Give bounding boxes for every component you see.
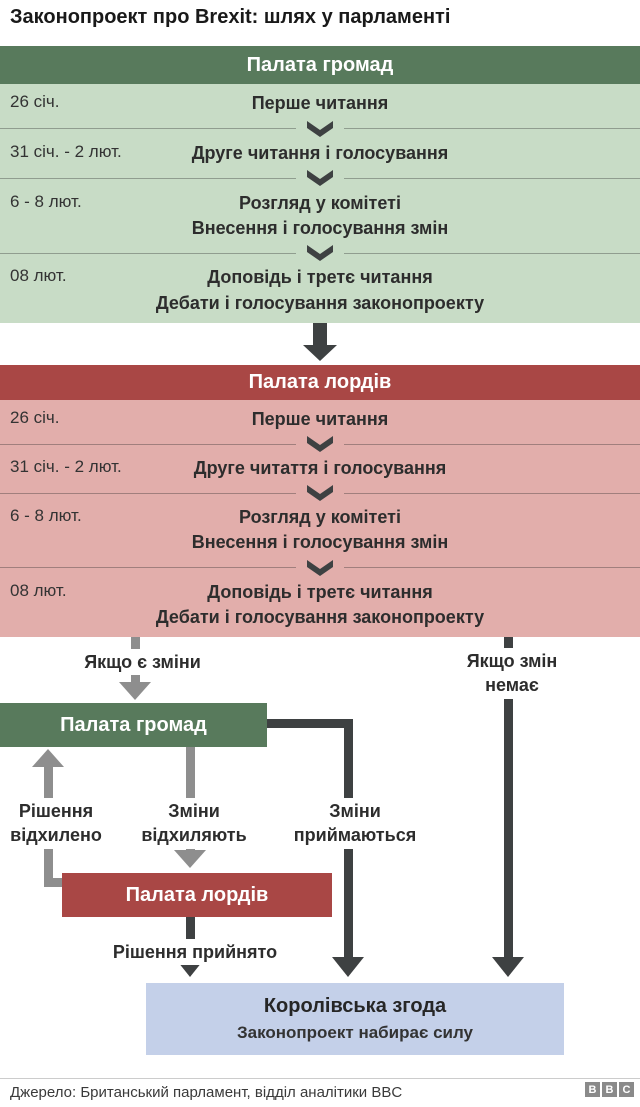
chevron-down-icon (307, 170, 333, 187)
step-divider (0, 435, 640, 453)
divider-line (344, 492, 640, 494)
divider-line (0, 492, 296, 494)
commons-row-third-reading: 08 лют. Доповідь і третє читання Дебати … (0, 265, 640, 315)
divider-line (0, 177, 296, 179)
step-divider (0, 120, 640, 138)
lords-flow-box: Палата лордів (62, 873, 332, 917)
commons-to-lords-arrow (313, 323, 327, 347)
amendments-rejected-arrowhead-icon (174, 850, 206, 868)
amendments-accepted-line2: приймаються (293, 825, 417, 846)
divider-line (0, 252, 296, 254)
row-step-label: Внесення і голосування змін (191, 217, 449, 238)
commons-section-body: 26 січ. Перше читання 31 січ. - 2 лют. Д… (0, 84, 640, 323)
if-no-changes-line1: Якщо змін (466, 651, 558, 671)
bbc-logo-block: C (619, 1082, 634, 1097)
divider-line (0, 567, 296, 569)
footer-divider (0, 1078, 640, 1079)
decision-rejected-line1: Рішення (18, 801, 94, 821)
lords-row-second-reading: 31 січ. - 2 лют. Друге читаття і голосув… (0, 456, 640, 481)
commons-section-header: Палата громад (0, 46, 640, 84)
amendments-accepted-line1: Зміни (329, 801, 381, 821)
decision-rejected-label: Рішення відхилено (0, 798, 112, 849)
row-step-label: Дебати і голосування законопроекту (155, 606, 485, 627)
row-step-label: Розгляд у комітеті (239, 192, 401, 213)
row-step-label: Дебати і голосування законопроекту (155, 292, 485, 313)
chevron-down-icon (307, 120, 333, 137)
chevron-down-icon (307, 485, 333, 502)
if-changes-arrowhead-icon (119, 682, 151, 700)
step-divider (0, 559, 640, 577)
row-step-label: Перше читання (251, 408, 389, 429)
row-date: 26 січ. (10, 407, 60, 427)
commons-row-committee: 6 - 8 лют. Розгляд у комітеті Внесення і… (0, 191, 640, 241)
chevron-down-icon (307, 436, 333, 453)
divider-line (344, 443, 640, 445)
row-date: 6 - 8 лют. (10, 191, 82, 211)
row-date: 6 - 8 лют. (10, 506, 82, 526)
divider-line (344, 567, 640, 569)
row-step-label: Доповідь і третє читання (207, 267, 433, 288)
royal-assent-subtitle: Законопроект набирає силу (236, 1023, 474, 1042)
decision-accepted-label: Рішення прийнято (103, 939, 287, 966)
row-step-label: Перше читання (251, 93, 389, 114)
row-date: 31 січ. - 2 лют. (10, 457, 122, 477)
bbc-logo-block: B (585, 1082, 600, 1097)
lords-row-first-reading: 26 січ. Перше читання (0, 407, 640, 432)
row-step-label: Друге читаття і голосування (193, 458, 447, 479)
row-step-label: Розгляд у комітеті (239, 507, 401, 528)
royal-assent-box: Королівська згода Законопроект набирає с… (146, 983, 564, 1055)
commons-flow-box: Палата громад (0, 703, 267, 747)
amendments-accepted-arrowhead-icon (332, 957, 364, 977)
divider-line (0, 128, 296, 130)
decision-rejected-line2: відхилено (10, 825, 102, 846)
source-text: Джерело: Британський парламент, відділ а… (10, 1084, 403, 1101)
amendments-rejected-line2: відхиляють (141, 825, 247, 846)
commons-row-first-reading: 26 січ. Перше читання (0, 91, 640, 116)
lords-section-header: Палата лордів (0, 365, 640, 400)
decision-accepted-line (186, 917, 195, 957)
row-date: 08 лют. (10, 266, 67, 286)
row-step-label: Внесення і голосування змін (191, 532, 449, 553)
divider-line (344, 128, 640, 130)
step-divider (0, 244, 640, 262)
divider-line (344, 252, 640, 254)
bbc-logo-block: B (602, 1082, 617, 1097)
divider-line (344, 177, 640, 179)
commons-row-second-reading: 31 січ. - 2 лют. Друге читання і голосув… (0, 141, 640, 166)
commons-to-lords-arrowhead-icon (303, 345, 337, 361)
row-date: 08 лют. (10, 580, 67, 600)
commons-section: Палата громад 26 січ. Перше читання 31 с… (0, 46, 640, 323)
amendments-rejected-label: Зміни відхиляють (130, 798, 258, 849)
row-step-label: Доповідь і третє читання (207, 581, 433, 602)
step-divider (0, 169, 640, 187)
if-changes-label: Якщо є зміни (66, 649, 219, 676)
amendments-accepted-label: Зміни приймаються (283, 798, 427, 849)
royal-assent-title: Королівська згода (263, 995, 447, 1017)
lords-row-committee: 6 - 8 лют. Розгляд у комітеті Внесення і… (0, 505, 640, 555)
row-step-label: Друге читання і голосування (191, 142, 449, 163)
lords-row-third-reading: 08 лют. Доповідь і третє читання Дебати … (0, 580, 640, 630)
chevron-down-icon (307, 559, 333, 576)
if-no-changes-label: Якщо змін немає (430, 648, 594, 699)
bbc-logo: B B C (585, 1082, 634, 1097)
page-title: Законопроект про Brexit: шлях у парламен… (10, 6, 451, 28)
decision-rejected-arrowhead-icon (32, 749, 64, 767)
divider-line (0, 443, 296, 445)
chevron-down-icon (307, 245, 333, 262)
lords-section-body: 26 січ. Перше читання 31 січ. - 2 лют. Д… (0, 400, 640, 637)
if-no-changes-line (504, 637, 513, 957)
lords-section: Палата лордів 26 січ. Перше читання 31 с… (0, 365, 640, 637)
decision-rejected-line-horizontal (44, 878, 70, 887)
row-date: 26 січ. (10, 92, 60, 112)
row-date: 31 січ. - 2 лют. (10, 141, 122, 161)
step-divider (0, 484, 640, 502)
amendments-rejected-line1: Зміни (168, 801, 220, 821)
if-no-changes-line2: немає (485, 675, 539, 696)
amendments-accepted-line-horizontal (267, 719, 353, 728)
if-no-changes-arrowhead-icon (492, 957, 524, 977)
